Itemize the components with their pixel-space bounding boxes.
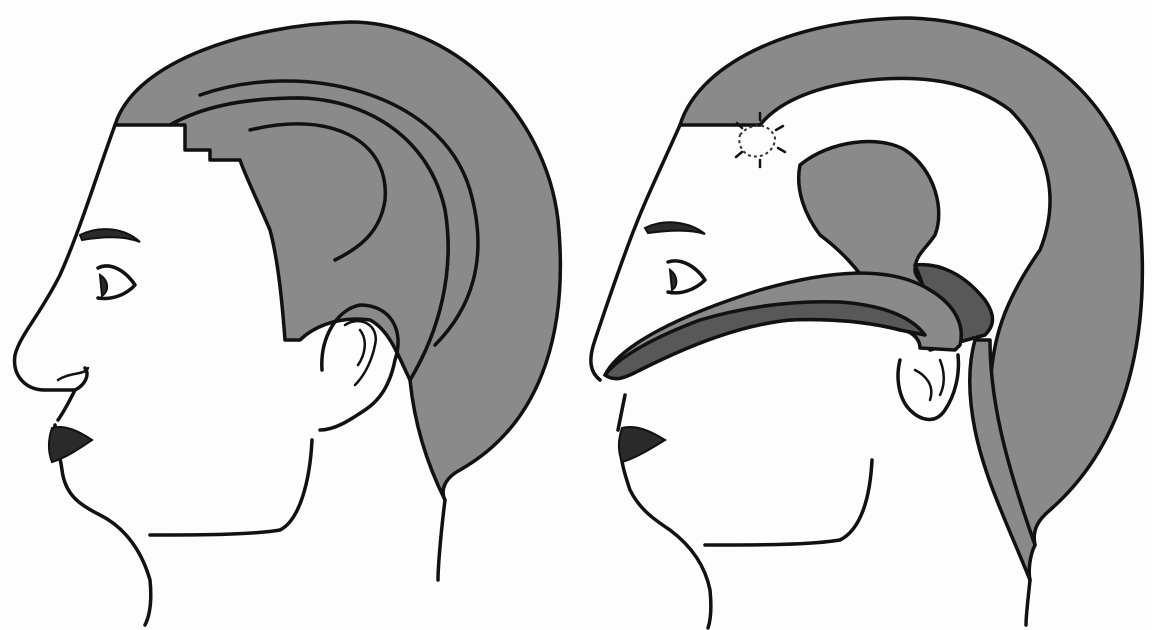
right-head-panel bbox=[591, 18, 1143, 628]
right-eyebrow bbox=[645, 222, 705, 234]
right-eye-pupil bbox=[670, 270, 676, 290]
right-ear-inner bbox=[915, 360, 944, 400]
left-head-panel bbox=[15, 22, 561, 625]
left-lips bbox=[49, 427, 92, 462]
right-neck-back bbox=[1026, 580, 1030, 625]
right-suture-site bbox=[739, 126, 775, 157]
left-ear-inner bbox=[345, 321, 376, 385]
right-ear bbox=[898, 355, 958, 419]
left-face-profile bbox=[15, 125, 151, 625]
left-eyebrow bbox=[80, 229, 140, 242]
left-nostril bbox=[58, 368, 88, 380]
right-lips bbox=[619, 427, 665, 462]
left-neck-back bbox=[438, 500, 445, 580]
left-eye-pupil bbox=[100, 275, 107, 296]
left-jaw bbox=[150, 440, 312, 535]
right-jaw bbox=[705, 460, 872, 545]
right-elevated-flap-underside bbox=[605, 302, 925, 379]
left-scalp-flap-inner bbox=[170, 98, 448, 380]
